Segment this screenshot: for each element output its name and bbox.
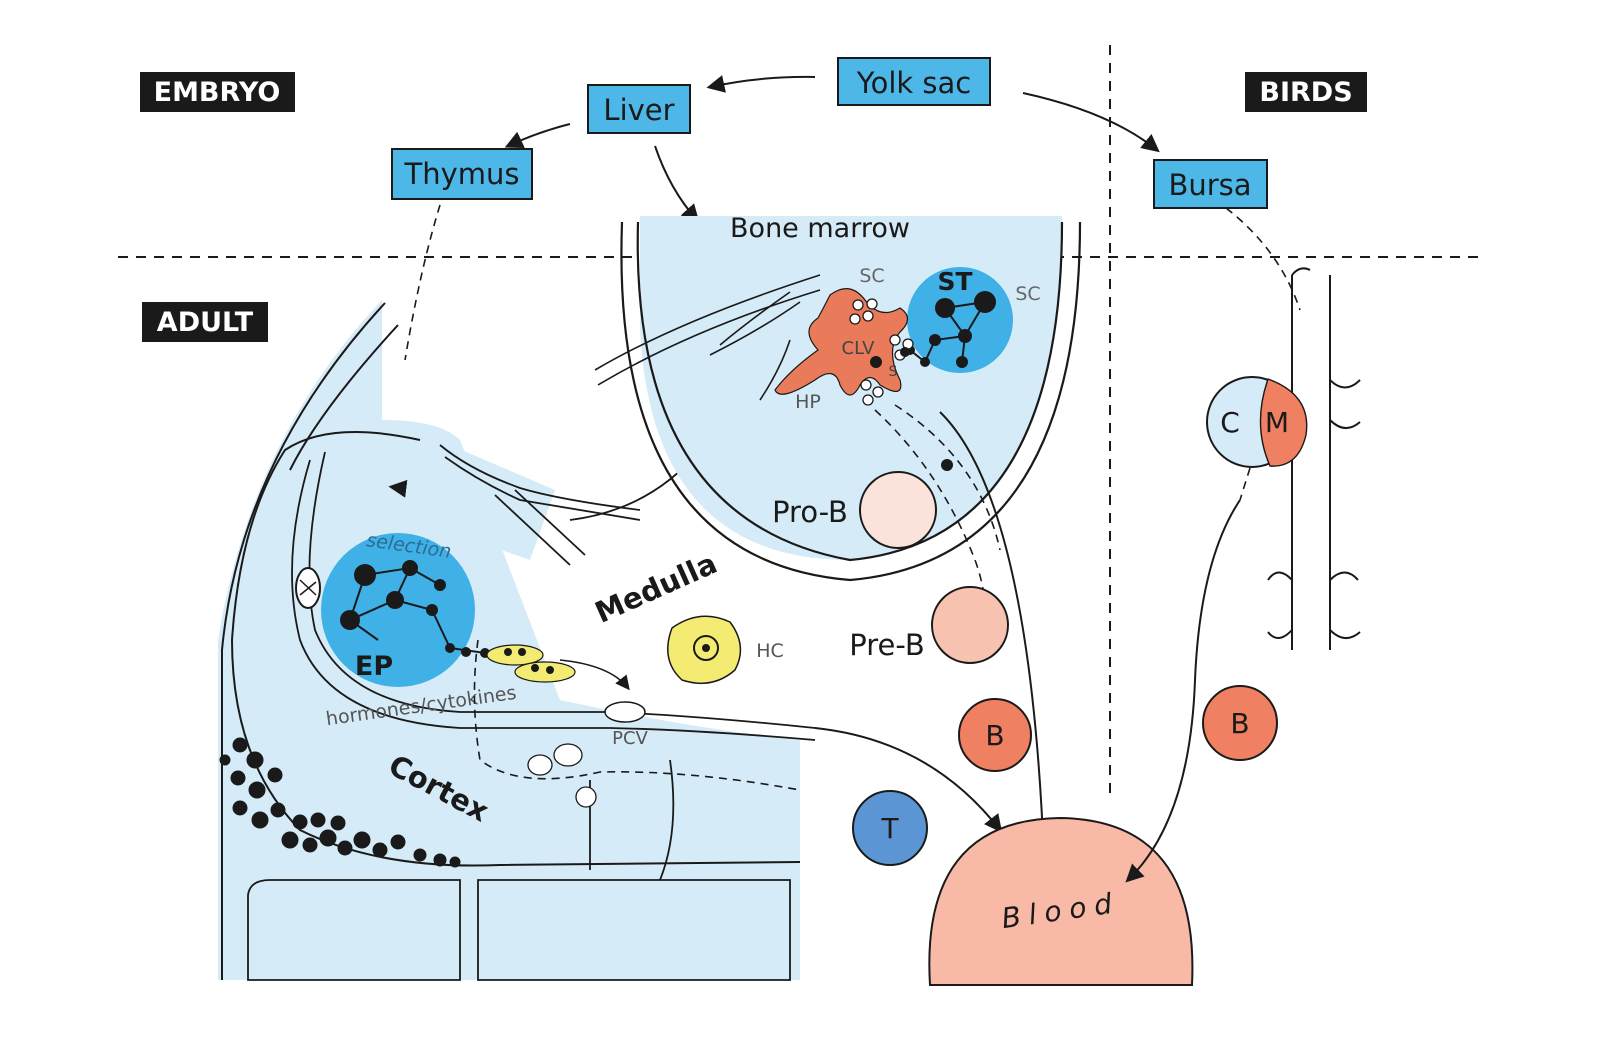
thymus-to-blood-arrow	[814, 727, 1003, 833]
thymus-box: Thymus	[391, 148, 533, 200]
hp-label: HP	[795, 391, 821, 413]
stromal-cell-clv: CLV S	[774, 288, 909, 396]
sc-label-left: SC	[859, 265, 884, 287]
liver-box: Liver	[587, 84, 691, 134]
marrow-vessels	[594, 274, 821, 401]
marrow-to-blood-arrow	[939, 411, 1053, 864]
embryo-label: EMBRYO	[140, 72, 295, 112]
svg-text:Liver: Liver	[603, 93, 674, 127]
bone-marrow: Bone marrow	[620, 213, 1082, 582]
sc-label-right: SC	[1015, 283, 1040, 305]
svg-text:Yolk sac: Yolk sac	[856, 66, 972, 100]
bursa-box: Bursa	[1153, 159, 1268, 209]
medullary-white-cells	[527, 743, 597, 808]
svg-text:B: B	[985, 719, 1004, 752]
bursa-gut	[1267, 267, 1361, 650]
adult-label: ADULT	[142, 302, 268, 342]
svg-text:M: M	[1265, 406, 1289, 439]
svg-text:Pre-B: Pre-B	[849, 628, 924, 662]
pre-b-cell: Pre-B	[849, 586, 1009, 664]
bursa-dashed-link	[1225, 207, 1301, 311]
arrow-liver-to-thymus	[504, 123, 571, 149]
thymus-exit-path	[473, 639, 801, 791]
svg-text:Bursa: Bursa	[1168, 168, 1251, 202]
svg-text:CLV: CLV	[842, 338, 876, 359]
svg-text:Thymus: Thymus	[404, 157, 520, 191]
svg-text:HC: HC	[756, 640, 784, 662]
svg-text:B: B	[1230, 707, 1249, 740]
svg-text:Pro-B: Pro-B	[772, 495, 848, 529]
svg-text:C: C	[1220, 406, 1240, 439]
birds-label: BIRDS	[1245, 72, 1367, 112]
bursa-exit-dashed	[1239, 467, 1251, 501]
pcv-venule	[604, 701, 646, 723]
b-cell-bird: B	[1202, 685, 1278, 761]
b-cell-mammal: B	[958, 698, 1032, 772]
arrow-liver-to-marrow	[654, 145, 700, 223]
hassall-corpuscle: HC	[667, 615, 784, 685]
svg-text:EP: EP	[355, 651, 393, 682]
bursal-follicle: C M	[1206, 376, 1308, 468]
medullary-epithelial-cells	[486, 644, 630, 691]
thymus-dashed-link	[404, 204, 441, 361]
svg-text:ADULT: ADULT	[157, 307, 254, 338]
arrow-yolk-to-liver	[706, 75, 816, 93]
t-cell: T	[852, 790, 928, 866]
pcv-label: PCV	[612, 728, 648, 749]
svg-text:EMBRYO: EMBRYO	[154, 77, 281, 108]
thymus-lobe	[218, 300, 816, 981]
svg-text:T: T	[880, 812, 899, 845]
marrow-exit-path-1	[874, 409, 987, 651]
arrow-yolk-to-bursa	[1022, 92, 1160, 153]
progenitor-dots	[870, 347, 953, 471]
svg-text:S: S	[889, 364, 898, 380]
pro-b-cell: Pro-B	[772, 471, 937, 549]
svg-text:BIRDS: BIRDS	[1259, 77, 1352, 108]
yolk-sac-box: Yolk sac	[837, 57, 991, 106]
blood-pool: Blood	[928, 816, 1194, 986]
epithelial-niche: selection EP	[295, 479, 490, 687]
stromal-niche: ST	[905, 267, 1013, 373]
cortex-thymocytes	[219, 737, 461, 868]
bursa-to-blood-arrow	[1125, 499, 1241, 883]
svg-text:ST: ST	[937, 267, 972, 296]
svg-text:Bone marrow: Bone marrow	[730, 213, 910, 244]
